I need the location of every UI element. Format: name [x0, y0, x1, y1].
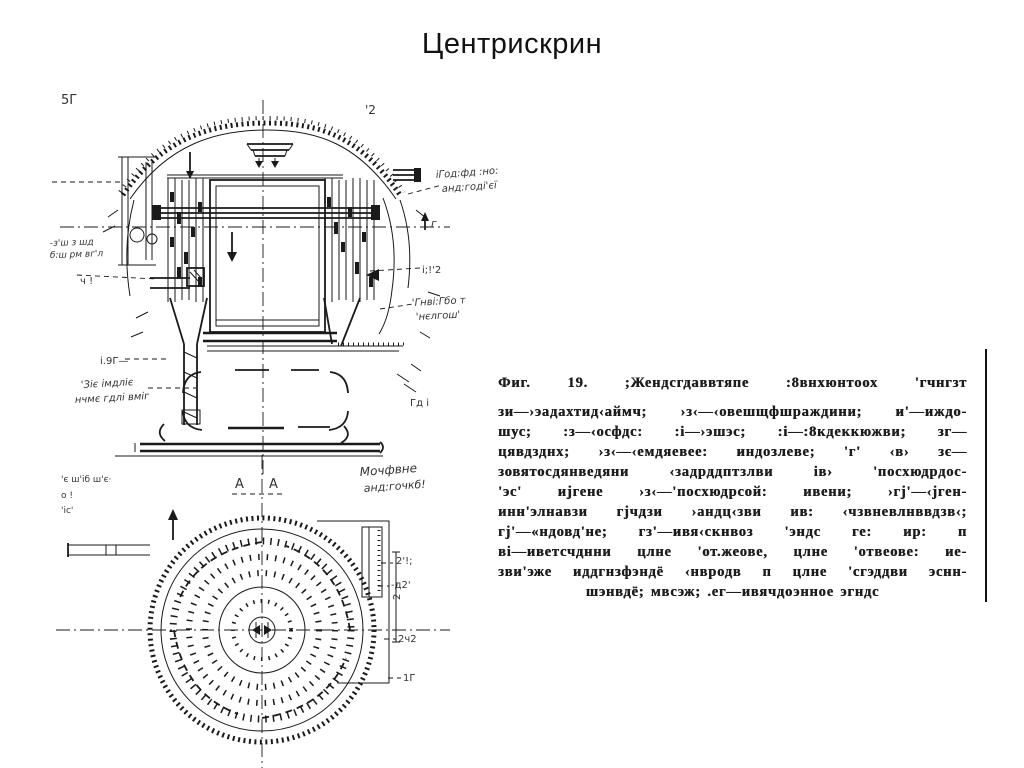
- caption-line: ві—иветсчднни цлне 'от.жеове, цлне 'отве…: [498, 544, 967, 560]
- section-marker: А А: [232, 477, 286, 495]
- label-plan-left-line3: 'іс': [61, 506, 73, 516]
- plan-left-bracket: [67, 543, 150, 557]
- label-plan-right-1: 2'!;: [396, 556, 413, 567]
- plan-center-hub: [252, 622, 272, 638]
- page-edge-rule: [985, 349, 987, 602]
- base: [115, 423, 384, 457]
- label-right-lower-line1: 'Гнві:Гбо т: [412, 294, 467, 309]
- outer-shell: [126, 168, 421, 335]
- caption-line: зи—›эадахтид‹аймч; ›з‹—‹овешщфшраждини; …: [498, 404, 967, 420]
- page-title: Центрискрин: [421, 28, 603, 60]
- figure-caption: Фиг. 19. ;Жендсгдаввтяпе :8внхюнтоох 'гч…: [498, 372, 967, 602]
- caption-line: шус; :з—‹осфдс: :і—›эшэс; :і—:8кдеккюжви…: [498, 424, 967, 440]
- plan-view: [56, 455, 450, 768]
- label-left-upper-line1: -з'ш з шд: [50, 237, 94, 249]
- caption-line: шэнвдё; мвсэж; .ег—ивячдоэнное эгндс: [585, 584, 880, 600]
- label-mid-cursive-line1: Мочфвне: [359, 461, 417, 479]
- bowl: [182, 369, 349, 431]
- caption-line: зовятосдянведяни ‹задрддптзлви ів› 'посх…: [498, 464, 967, 480]
- label-plan-right-4: 1Г: [403, 673, 415, 684]
- top-cap: [246, 143, 294, 168]
- label-dim-two: 2: [392, 594, 403, 600]
- label-mid-cursive-line2: анд:гочкб!: [363, 478, 426, 495]
- label-plan-small: Гд і: [410, 397, 429, 409]
- figure-drawing: А А: [50, 93, 499, 768]
- label-left-lower-line1: 'Зіє імдліє: [81, 376, 135, 391]
- label-plan-left-line2: о !: [61, 491, 73, 501]
- label-right-upper-line2: анд:годі'єї: [441, 179, 498, 195]
- caption-line: цявдзднх; ›з‹—‹емдяевее: индозлеве; 'г' …: [498, 444, 967, 460]
- vessel-body: [209, 179, 326, 333]
- elevation-view: А А: [52, 100, 450, 495]
- label-plan-right-2: -д2': [391, 580, 411, 591]
- dome-inner-arc: [129, 129, 397, 200]
- label-right-arrow: г: [431, 217, 437, 230]
- label-2-top: '2: [365, 103, 376, 117]
- caption-line: 'эс' ијгене ›з‹—'посхюдрсой: ивени; ›гј'…: [498, 484, 967, 500]
- label-plan-right-3: 2ч2: [398, 634, 417, 645]
- label-left-lower-line2: нчмє гдлі вміг: [75, 390, 151, 406]
- drawing-labels: 5Г '2 -з'ш з шд б:ш рм вг'л ч ! і.9Г— 'З…: [50, 93, 499, 684]
- label-left-tick: ч !: [80, 276, 93, 287]
- label-left-upper-line2: б:ш рм вг'л: [50, 249, 104, 261]
- funnel-legs: [169, 297, 361, 425]
- section-letter: А: [235, 477, 244, 492]
- label-plan-left-line1: 'є ш'іб ш'є·: [61, 475, 111, 485]
- caption-line: Фиг. 19. ;Жендсгдаввтяпе :8внхюнтоох 'гч…: [498, 375, 967, 391]
- label-right-upper-line1: іГод:фд :но:: [435, 165, 498, 181]
- mid-bands: [203, 331, 404, 352]
- plan-rings: [147, 515, 377, 745]
- dome-arc: [120, 120, 403, 197]
- right-wall-section: [324, 178, 375, 302]
- plan-duct: [317, 520, 400, 684]
- left-pipe: [150, 267, 205, 289]
- section-letter: А: [269, 477, 278, 492]
- caption-line: гј'—«ндовд'не; гз'—ивя‹скнвоз 'эндс ге: …: [498, 524, 967, 540]
- plan-swirl-arcs: [173, 541, 351, 719]
- label-right-lower-line2: 'нєлгош': [416, 310, 461, 323]
- label-right-pipe-size: і;!'2: [422, 264, 441, 276]
- label-15: 5Г: [61, 93, 77, 108]
- left-wall-section: [167, 178, 204, 302]
- plan-up-arrow: [168, 509, 178, 540]
- left-flange-column: [118, 156, 158, 266]
- caption-line: инн'элнавзи гјчдзи ›андц‹зви ив: ‹чзвнев…: [498, 504, 967, 520]
- caption-line: зви'эже иддгнзфэндё ‹нвродв п цлне 'сгэд…: [498, 564, 967, 580]
- label-left-mid: і.9Г—: [100, 355, 128, 367]
- leaders-and-ticks: [52, 152, 443, 393]
